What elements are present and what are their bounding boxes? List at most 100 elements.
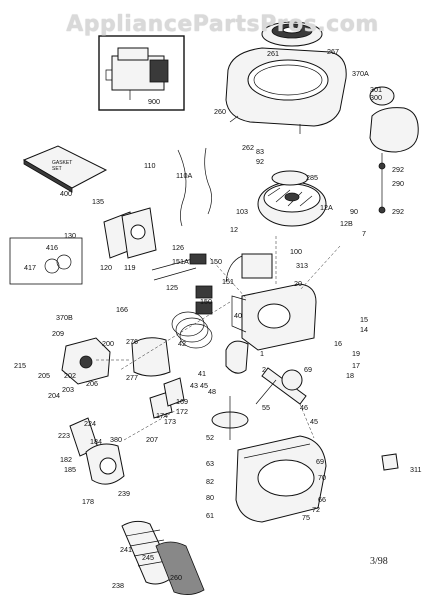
part-label: 370A — [352, 69, 369, 78]
part-label: 416 — [46, 243, 58, 252]
part-label: 900 — [148, 97, 160, 106]
part-label: 14 — [360, 325, 368, 334]
valves-and-springs — [151, 253, 213, 315]
flywheel — [257, 170, 327, 227]
assembly-leads — [96, 236, 341, 441]
carburetor — [61, 337, 111, 385]
part-label: 182 — [60, 455, 72, 464]
part-label: 202 — [64, 371, 76, 380]
part-label: 120 — [100, 263, 112, 272]
part-label: 110A — [176, 171, 192, 180]
part-label: 82 — [206, 477, 214, 486]
part-label: 301 — [370, 85, 382, 94]
part-label: 110 — [144, 161, 155, 170]
part-label: 80 — [206, 493, 214, 502]
part-label: 261 — [267, 49, 279, 58]
part-label: 48 — [208, 387, 216, 396]
part-label: 70 — [318, 473, 326, 482]
part-label: 285 — [306, 173, 318, 182]
part-label: 203 — [62, 385, 74, 394]
air-cleaner-base — [69, 417, 125, 485]
part-label: 20 — [294, 279, 302, 288]
part-label: 19 — [352, 349, 360, 358]
part-label: 63 — [206, 459, 214, 468]
part-label: 100 — [290, 247, 302, 256]
part-label: 239 — [118, 489, 130, 498]
part-label: 92 — [256, 157, 264, 166]
intake-plates — [103, 207, 157, 259]
part-label: 46 — [300, 403, 308, 412]
part-label: 150 — [200, 297, 212, 306]
camshaft — [211, 396, 249, 440]
part-label: 370B — [56, 313, 73, 322]
part-label: 45 — [200, 381, 208, 390]
part-label: 2 — [262, 365, 266, 374]
part-label: 276 — [126, 337, 138, 346]
part-label: 184 — [90, 437, 102, 446]
part-label: 12B — [340, 219, 353, 228]
blower-housing — [225, 47, 347, 134]
engine-thumbnail — [98, 35, 185, 111]
part-label: 174 — [156, 411, 168, 420]
part-label: 83 — [256, 147, 264, 156]
part-label: 260 — [214, 107, 226, 116]
part-label: 223 — [58, 431, 70, 440]
part-label: 69 — [316, 457, 324, 466]
piston-assembly — [171, 311, 249, 374]
fuel-tank — [369, 86, 419, 214]
part-label: 151 — [222, 277, 234, 286]
part-label: 103 — [236, 207, 248, 216]
part-label: 260 — [170, 573, 182, 582]
part-label: 238 — [112, 581, 124, 590]
part-label: 290 — [392, 179, 404, 188]
part-label: 7 — [362, 229, 366, 238]
part-label: 18 — [346, 371, 354, 380]
part-label: 52 — [206, 433, 214, 442]
part-label: 90 — [350, 207, 358, 216]
cylinder-shroud — [131, 337, 171, 377]
part-label: 150 — [210, 257, 222, 266]
muffler-and-filter — [121, 520, 205, 595]
part-label: 12A — [320, 203, 333, 212]
part-label: 245 — [142, 553, 154, 562]
part-label: 206 — [86, 379, 98, 388]
part-label: 417 — [24, 263, 36, 272]
part-label: 126 — [172, 243, 184, 252]
part-label: 311 — [410, 465, 421, 474]
part-label: 1 — [260, 349, 264, 358]
part-label: 166 — [116, 305, 128, 314]
part-label: 224 — [84, 419, 96, 428]
part-label: 40 — [234, 311, 242, 320]
part-label: 292 — [392, 207, 404, 216]
part-label: 241 — [120, 545, 132, 554]
part-label: 205 — [38, 371, 50, 380]
part-label: 292 — [392, 165, 404, 174]
part-label: 185 — [64, 465, 76, 474]
part-label: 130 — [64, 231, 76, 240]
part-label: 200 — [102, 339, 114, 348]
part-label: 380 — [110, 435, 122, 444]
engine-block — [231, 283, 317, 351]
part-label: 72 — [312, 505, 320, 514]
part-label: 267 — [327, 47, 339, 56]
part-label: 277 — [126, 373, 138, 382]
part-label: 209 — [52, 329, 64, 338]
part-label: 169 — [176, 397, 188, 406]
part-label: 66 — [318, 495, 326, 504]
revision-date: 3/98 — [370, 556, 388, 567]
part-label: 300 — [370, 93, 382, 102]
part-label: 41 — [198, 369, 206, 378]
oil-fill-cap — [381, 453, 399, 471]
oil-sump — [235, 435, 327, 523]
part-label: 215 — [14, 361, 26, 370]
rewind-starter — [261, 21, 323, 47]
part-label: 178 — [82, 497, 94, 506]
part-label: 151A — [172, 257, 189, 266]
part-label: 400 — [60, 189, 72, 198]
part-label: 69 — [304, 365, 312, 374]
part-label: 125 — [166, 283, 178, 292]
